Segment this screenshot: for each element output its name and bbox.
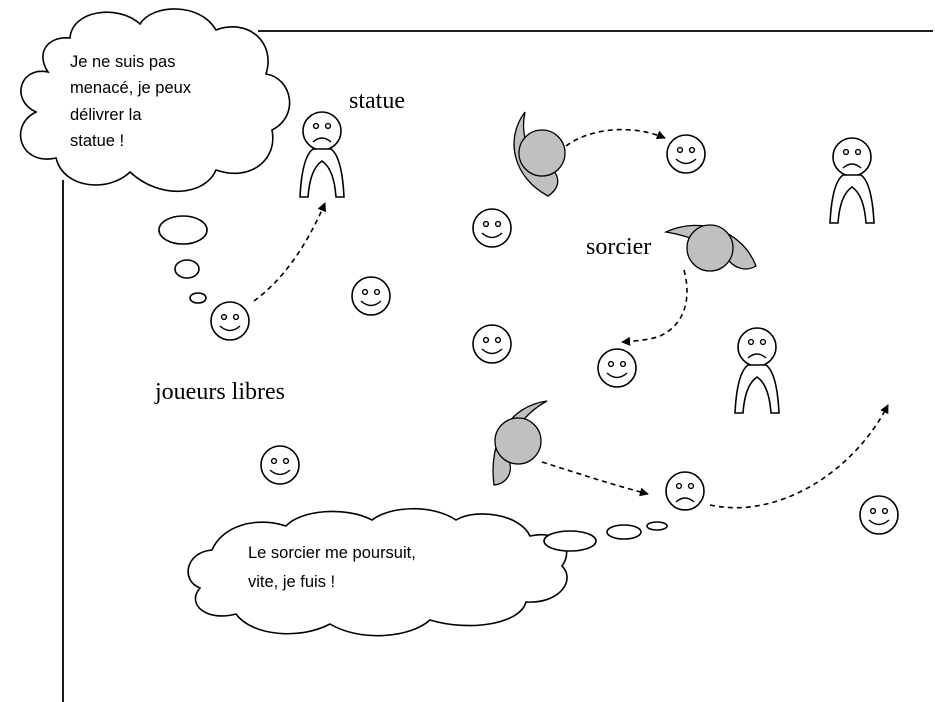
statue-icon [829,137,875,224]
smiley-face-icon [666,134,706,174]
statue-icon [734,327,780,414]
smiley-face-icon [351,276,391,316]
thought-cloud-chased-player: Le sorcier me poursuit, vite, je fuis ! [187,507,568,637]
smiley-face-icon [472,208,512,248]
label-statue: statue [349,88,405,114]
label-free-players: joueurs libres [154,379,285,405]
playing-field-border [62,30,933,702]
thought-trail-top [158,215,208,304]
thought-top-line-4: statue ! [70,132,124,150]
thought-top-line-2: menacé, je peux [70,79,192,97]
thought-top-line-1: Je ne suis pas [70,53,175,71]
sorcerer-icon [513,111,566,197]
thought-cloud-free-player: Je ne suis pas menacé, je peux délivrer … [19,8,291,193]
thought-bottom-line-1: Le sorcier me poursuit, [248,544,416,562]
movement-arrows [253,128,889,509]
statue-icon [299,111,345,198]
label-sorcier: sorcier [586,234,651,260]
thought-top-line-3: délivrer la [70,106,142,124]
sorcerer-icon [492,400,548,486]
sad-face-icon [665,471,705,511]
smiley-face-icon [260,445,300,485]
thought-trail-bottom [543,521,668,552]
smiley-face-icon [859,495,899,535]
smiley-face-icon [210,301,250,341]
smiley-face-icon [597,348,637,388]
sorcerer-icon [663,224,757,272]
smiley-face-icon [472,324,512,364]
thought-bottom-line-2: vite, je fuis ! [248,573,335,591]
